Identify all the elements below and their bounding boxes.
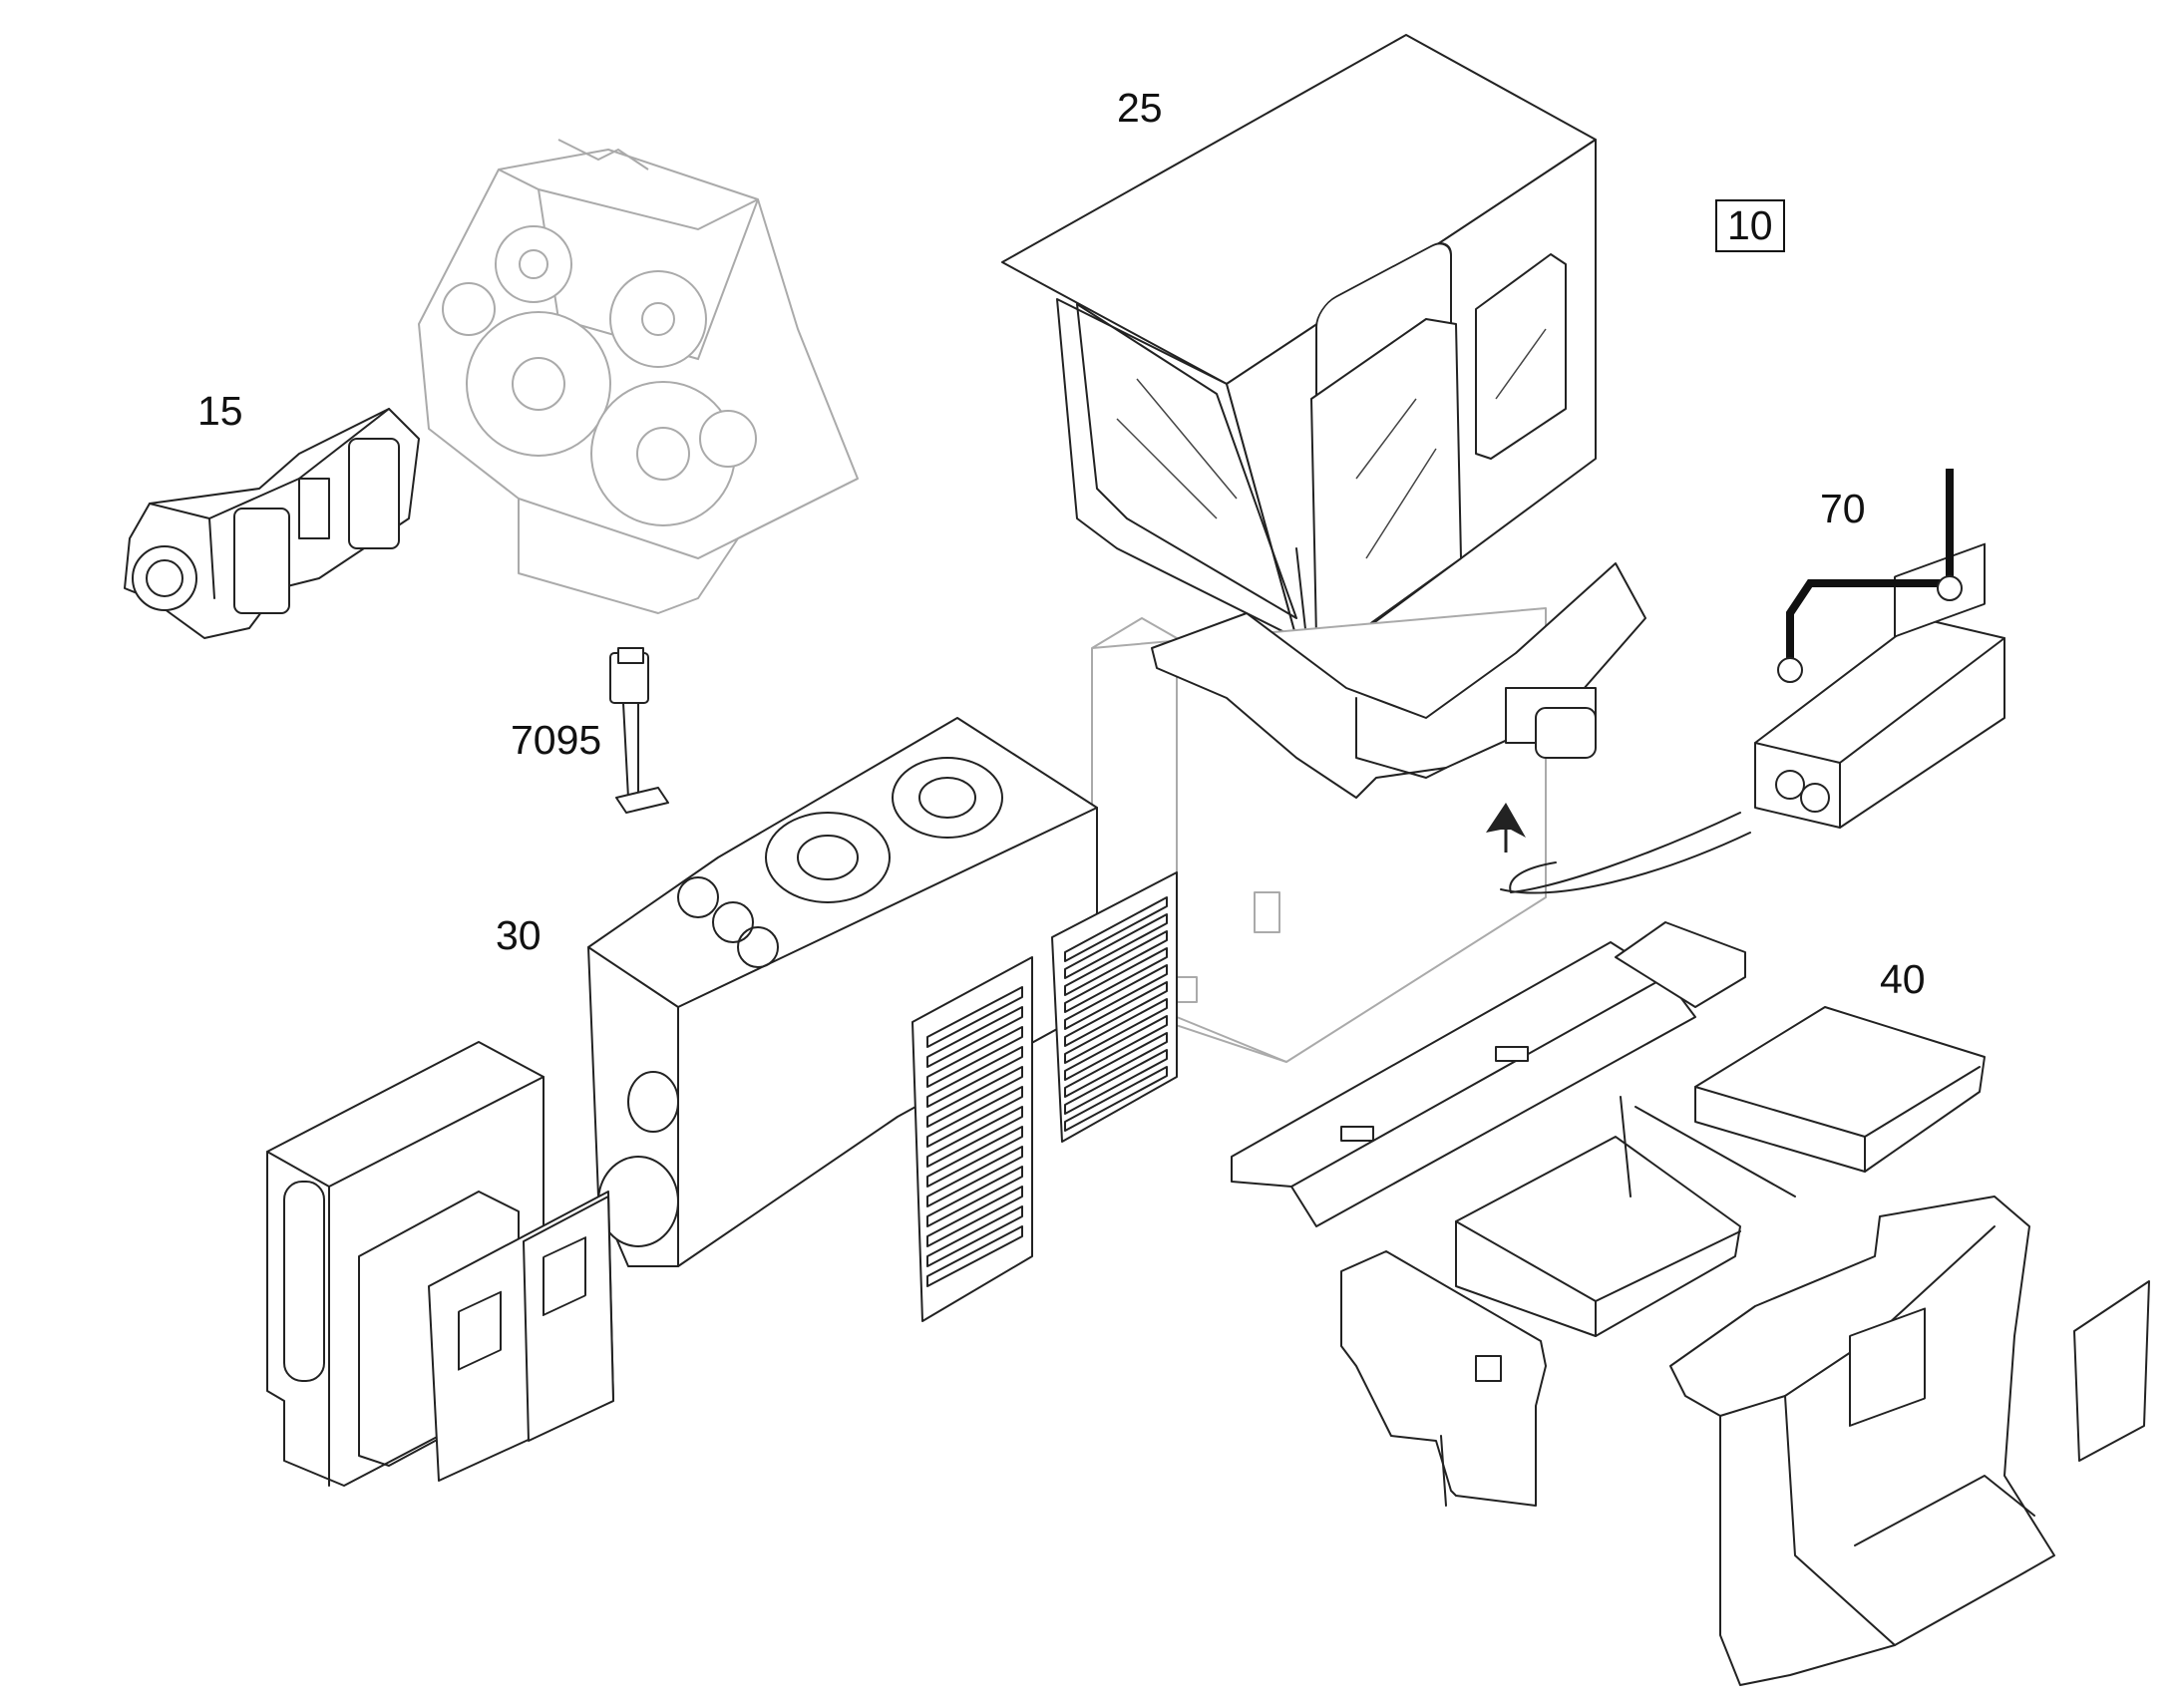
louver-slat bbox=[926, 1046, 1023, 1108]
cooling-unit-part bbox=[1754, 469, 2005, 829]
callout-30: 30 bbox=[496, 912, 542, 958]
cab-doors-part bbox=[428, 1191, 614, 1482]
floor-panel-middle bbox=[1455, 1136, 1741, 1337]
louver-slat bbox=[1064, 964, 1168, 1030]
frame-bracket-part bbox=[1151, 562, 1646, 799]
louver-slat bbox=[926, 1146, 1023, 1207]
louver-slat bbox=[926, 1066, 1023, 1128]
callout-15: 15 bbox=[197, 388, 243, 434]
louver-slat bbox=[926, 1106, 1023, 1168]
louver-slat bbox=[926, 1186, 1023, 1247]
hydraulic-pump-part bbox=[124, 408, 420, 639]
louver-slat bbox=[926, 1006, 1023, 1068]
louver-slat bbox=[926, 1205, 1023, 1267]
hose-curve bbox=[1500, 812, 1751, 894]
gearbox-part bbox=[418, 139, 859, 614]
callout-25: 25 bbox=[1117, 85, 1163, 131]
engine-module-part bbox=[587, 717, 1098, 1267]
cab-part bbox=[1001, 34, 1597, 659]
callout-10: 10 bbox=[1715, 199, 1785, 252]
louver-panel-right bbox=[1051, 871, 1178, 1143]
small-cover-part bbox=[2073, 1280, 2150, 1462]
callout-70: 70 bbox=[1820, 486, 1866, 531]
louver-slat bbox=[926, 1126, 1023, 1188]
floor-panel-upper bbox=[1694, 1006, 1986, 1173]
louver-slat bbox=[926, 986, 1023, 1048]
side-panel-part bbox=[1340, 1250, 1547, 1507]
rod-part bbox=[1620, 1096, 1796, 1197]
direction-arrow-icon bbox=[1486, 803, 1526, 853]
louver-slat bbox=[926, 1086, 1023, 1148]
louver-slat bbox=[1064, 896, 1168, 962]
floor-plate-part bbox=[1231, 921, 1746, 1227]
louver-slat bbox=[1064, 981, 1168, 1047]
sensor-part bbox=[609, 647, 669, 814]
louver-slat bbox=[1064, 998, 1168, 1064]
louver-slat bbox=[926, 1166, 1023, 1227]
louver-slat bbox=[1064, 947, 1168, 1013]
base-frame-part bbox=[1669, 1196, 2055, 1686]
louver-slat bbox=[926, 1225, 1023, 1287]
louver-slat bbox=[1064, 1015, 1168, 1081]
louver-slat bbox=[1064, 1066, 1168, 1132]
callout-7095: 7095 bbox=[511, 717, 602, 763]
louver-slat bbox=[1064, 930, 1168, 996]
louver-panel-left bbox=[911, 956, 1033, 1322]
louver-slat bbox=[926, 1026, 1023, 1088]
louver-slat bbox=[1064, 1032, 1168, 1098]
louver-slat bbox=[1064, 913, 1168, 979]
callout-40: 40 bbox=[1880, 956, 1926, 1002]
louver-slat bbox=[1064, 1049, 1168, 1115]
